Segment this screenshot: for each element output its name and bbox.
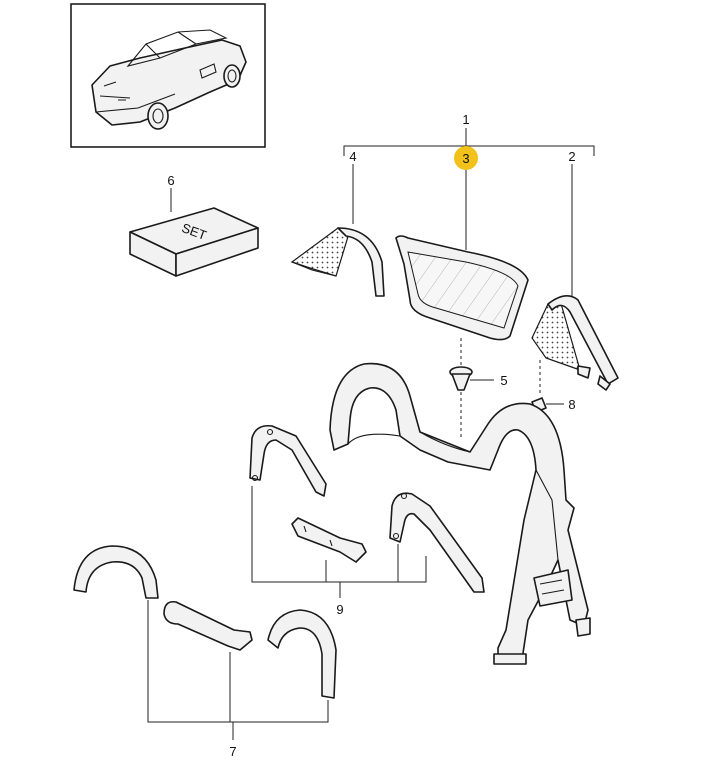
car-illustration	[91, 29, 247, 130]
trim-cover-arch-right	[267, 609, 337, 699]
callout-4: 4	[349, 149, 356, 164]
trim-cover-arch-left	[73, 545, 159, 599]
callout-9: 9	[336, 602, 343, 617]
trim-bracket-center	[291, 517, 367, 563]
leader-lines	[147, 128, 595, 740]
callout-3-highlight	[454, 146, 478, 170]
callout-5: 5	[500, 373, 507, 388]
grommet-clip	[449, 366, 473, 391]
callout-3: 3	[462, 151, 469, 166]
left-wind-deflector	[290, 227, 385, 297]
callout-8: 8	[568, 397, 575, 412]
trim-bracket-left	[249, 424, 327, 497]
callout-7: 7	[229, 744, 236, 759]
callouts: 1 4 3 2 6 5 8 9 7	[167, 112, 575, 759]
glass-wind-screen	[395, 235, 529, 341]
right-wind-deflector	[531, 295, 619, 391]
trim-cover-bar	[163, 600, 253, 651]
callout-1: 1	[462, 112, 469, 127]
set-box-part: SET	[129, 207, 259, 277]
callout-6: 6	[167, 173, 174, 188]
callout-2: 2	[568, 149, 575, 164]
trim-bracket-right	[389, 492, 485, 593]
roll-bar-frame	[329, 362, 591, 665]
vehicle-thumbnail	[70, 3, 266, 148]
